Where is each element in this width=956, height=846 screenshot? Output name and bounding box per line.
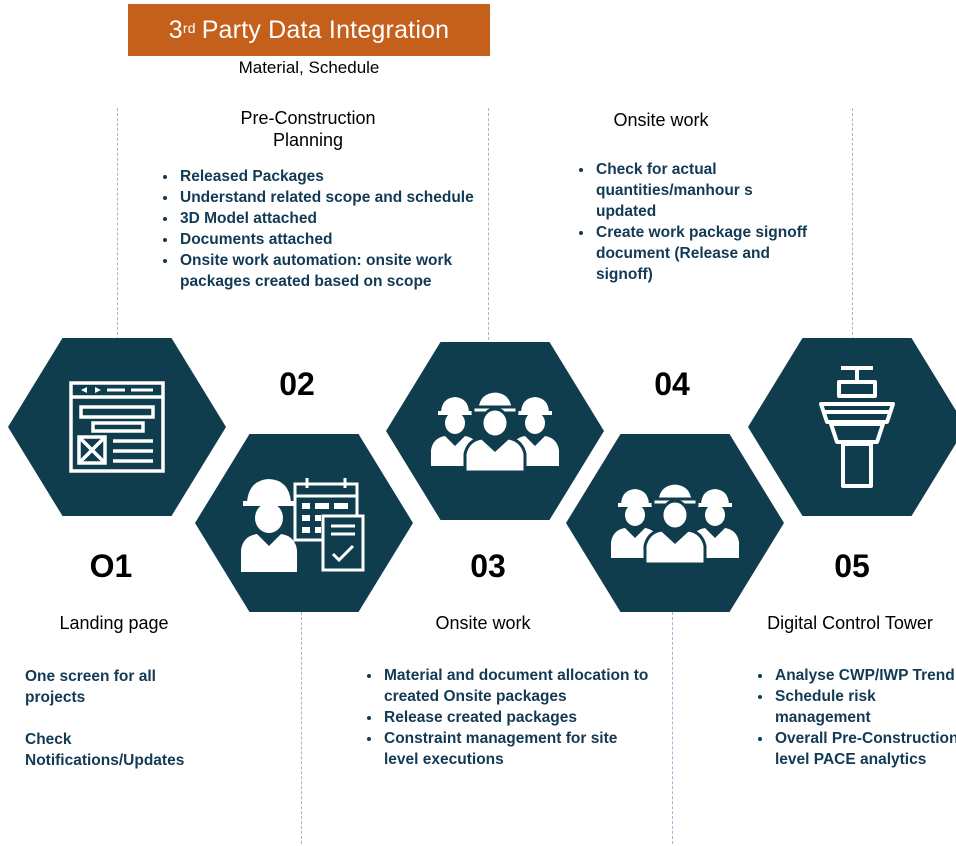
step-heading-04: Onsite work	[613, 110, 709, 130]
connector-line	[301, 612, 302, 844]
list-item: Onsite work automation: onsite work pack…	[178, 250, 478, 292]
list-item: Analyse CWP/IWP Trend	[773, 665, 956, 686]
step-05-bullets: Analyse CWP/IWP Trend Schedule risk mana…	[745, 665, 956, 770]
step-heading-02: Pre-Construction Planning	[240, 108, 376, 150]
banner-subtitle: Material, Schedule	[238, 58, 380, 77]
connector-line	[117, 108, 118, 340]
step-number-02: 02	[279, 366, 315, 402]
step-01-text-2: Check Notifications/Updates	[25, 731, 185, 769]
step-04-bullets: Check for actual quantities/manhour s up…	[566, 159, 808, 285]
step-heading-05: Digital Control Tower	[767, 613, 933, 633]
list-item: Schedule risk management	[773, 686, 956, 728]
hex-step-03	[386, 342, 604, 520]
connector-line	[852, 108, 853, 340]
engineer-schedule-icon	[241, 478, 365, 572]
step-01-text-1: One screen for all projects	[25, 668, 156, 706]
control-tower-icon	[819, 366, 895, 488]
list-item: Documents attached	[178, 229, 478, 250]
hex-step-05	[748, 338, 956, 516]
step-heading-01: Landing page	[59, 613, 169, 633]
list-item: Release created packages	[382, 707, 650, 728]
hex-step-04	[566, 434, 784, 612]
step-number-03: 03	[470, 548, 506, 584]
connector-line	[672, 612, 673, 844]
step-heading-03: Onsite work	[435, 613, 531, 633]
step-number-05: 05	[834, 548, 870, 584]
workers-icon	[611, 482, 739, 564]
web-page-icon	[69, 381, 165, 473]
step-number-01: O1	[89, 548, 133, 584]
hex-step-02	[195, 434, 413, 612]
banner-sup: rd	[182, 20, 196, 36]
list-item: Material and document allocation to crea…	[382, 665, 650, 707]
list-item: Released Packages	[178, 166, 478, 187]
step-number-04: 04	[654, 366, 690, 402]
list-item: Understand related scope and schedule	[178, 187, 478, 208]
banner-prefix: 3	[168, 15, 183, 44]
step-02-bullets: Released Packages Understand related sco…	[150, 166, 478, 292]
list-item: Overall Pre-Construction level PACE anal…	[773, 728, 956, 770]
hex-step-01	[8, 338, 226, 516]
list-item: Create work package signoff document (Re…	[594, 222, 808, 285]
step-03-bullets: Material and document allocation to crea…	[354, 665, 650, 770]
workers-icon	[431, 390, 559, 472]
banner-text: Party Data Integration	[201, 15, 450, 44]
list-item: 3D Model attached	[178, 208, 478, 229]
list-item: Check for actual quantities/manhour s up…	[594, 159, 808, 222]
connector-line	[488, 108, 489, 340]
list-item: Constraint management for site level exe…	[382, 728, 650, 770]
